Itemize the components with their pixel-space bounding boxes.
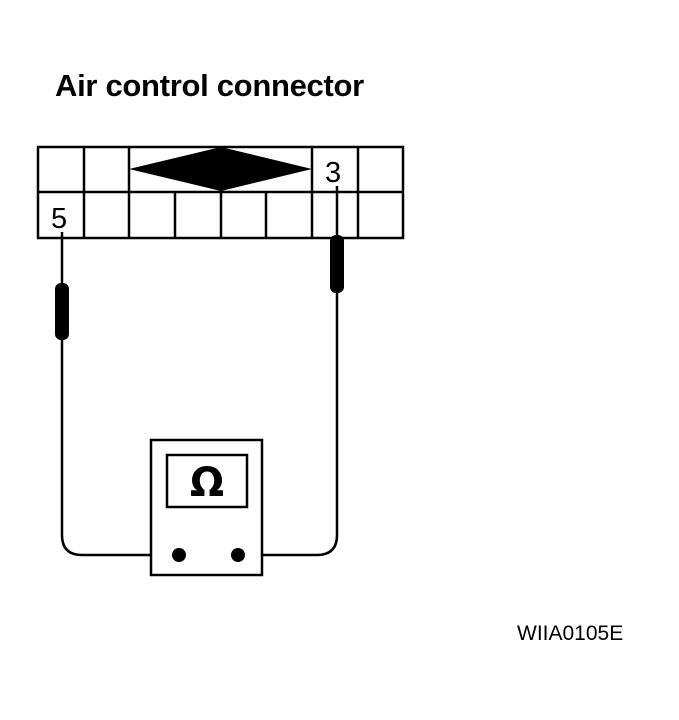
connector	[36, 145, 405, 240]
lead-wire-right	[238, 293, 339, 557]
ohmmeter-terminal-left	[172, 548, 186, 562]
ohmmeter: Ω	[149, 438, 264, 577]
ohm-symbol: Ω	[190, 460, 224, 506]
pin-label-3: 3	[325, 157, 341, 189]
ohmmeter-terminal-right	[231, 548, 245, 562]
ohmmeter-display	[165, 453, 249, 509]
lead-wire-left	[60, 340, 179, 557]
diagram-title: Air control connector	[55, 68, 364, 103]
figure-id: WIIA0105E	[517, 622, 624, 645]
probe-left	[55, 232, 69, 340]
probe-right	[330, 186, 344, 293]
connector-lock-tab	[129, 147, 312, 191]
pin-label-5: 5	[51, 203, 67, 235]
